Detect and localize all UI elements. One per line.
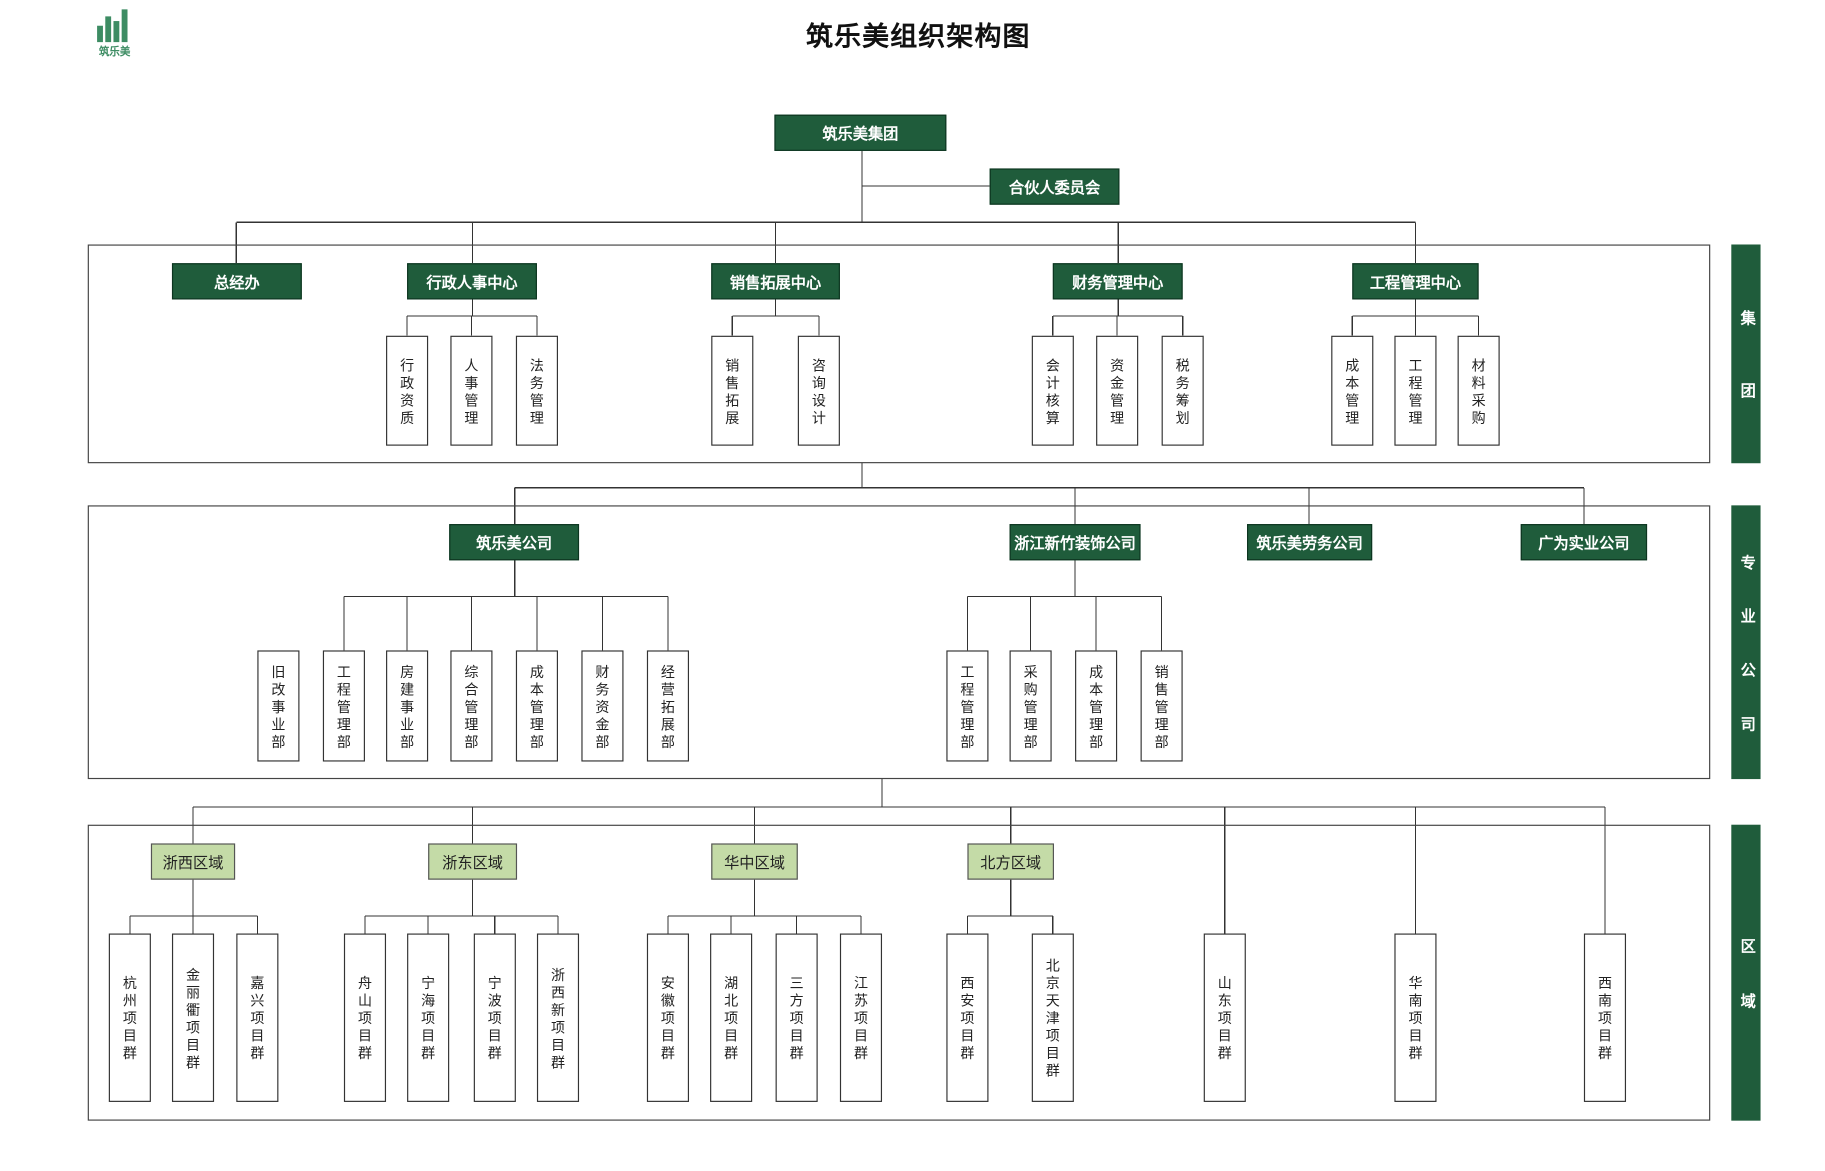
sub-dept-box: 成本管理: [1331, 335, 1374, 446]
connector-zlm-company: [343, 559, 669, 651]
connector-root: [235, 150, 1417, 264]
company-box-xinzhu-decoration: 浙江新竹装饰公司: [1009, 524, 1141, 561]
project-group-box: 三方项目群: [775, 933, 818, 1102]
dept-box-general-office: 总经办: [171, 263, 302, 300]
logo-bar: [97, 25, 103, 43]
region-box-north: 北方区域: [967, 843, 1054, 880]
project-group-box: 金丽衢项目群: [171, 933, 215, 1102]
company-dept-box: 成本管理部: [1075, 650, 1118, 762]
dept-box-engineering: 工程管理中心: [1352, 263, 1479, 300]
company-box-labor: 筑乐美劳务公司: [1247, 524, 1373, 561]
company-dept-box: 房建事业部: [386, 650, 429, 762]
project-group-box-standalone: 华南项目群: [1394, 933, 1437, 1102]
sub-dept-box: 咨询设计: [797, 335, 840, 446]
companies-section-frame: [87, 505, 1711, 780]
region-box-huazhong: 华中区域: [711, 843, 798, 880]
chart-title: 筑乐美组织架构图: [805, 21, 1031, 53]
company-dept-box: 工程管理部: [946, 650, 989, 762]
project-group-box: 湖北项目群: [710, 933, 753, 1102]
connector-xinzhu-company: [966, 559, 1163, 651]
company-dept-box: 工程管理部: [322, 650, 365, 762]
project-group-box: 舟山项目群: [343, 933, 387, 1102]
sub-dept-box: 材料采购: [1457, 335, 1500, 446]
logo-bar: [121, 9, 128, 43]
group-section-frame: [87, 244, 1711, 464]
company-box-zhulemei: 筑乐美公司: [449, 524, 580, 561]
logo-bar: [113, 21, 120, 43]
dept-box-sales: 销售拓展中心: [711, 263, 840, 300]
sub-dept-box: 工程管理: [1394, 335, 1437, 446]
sub-dept-box: 资金管理: [1096, 335, 1139, 446]
company-dept-box: 综合管理部: [450, 650, 493, 762]
connector-north: [966, 879, 1054, 934]
project-group-box: 杭州项目群: [108, 933, 151, 1102]
company-dept-box: 财务资金部: [581, 650, 624, 762]
sub-dept-box: 行政资质: [386, 335, 429, 446]
company-dept-box: 采购管理部: [1009, 650, 1052, 762]
regions-section-frame: [87, 824, 1711, 1121]
connector-sales: [731, 298, 820, 336]
sub-dept-box: 人事管理: [450, 335, 493, 446]
company-dept-box: 销售管理部: [1140, 650, 1183, 762]
project-group-box: 宁波项目群: [473, 933, 516, 1102]
company-dept-box: 经营拓展部: [646, 650, 690, 762]
logo-bar: [105, 16, 112, 43]
group-side-label: 集团: [1731, 244, 1761, 464]
project-group-box: 北京天津项目群: [1031, 933, 1074, 1102]
project-group-box: 江苏项目群: [839, 933, 883, 1102]
logo-text: 筑乐美: [98, 46, 131, 59]
connector-admin-hr: [406, 298, 538, 336]
dept-box-finance: 财务管理中心: [1052, 263, 1183, 300]
project-group-box: 安徽项目群: [646, 933, 690, 1102]
project-group-box-standalone: 山东项目群: [1203, 933, 1246, 1102]
project-group-box: 嘉兴项目群: [236, 933, 279, 1102]
group-root-box: 筑乐美集团: [774, 114, 947, 151]
sub-dept-box: 会计核算: [1031, 335, 1074, 446]
company-logo: 筑乐美: [91, 5, 138, 61]
company-box-guangwei: 广为实业公司: [1520, 524, 1648, 561]
connector-engineering: [1351, 298, 1480, 336]
company-dept-box: 旧改事业部: [257, 650, 300, 762]
sub-dept-box: 税务筹划: [1161, 335, 1204, 446]
dept-box-admin-hr: 行政人事中心: [407, 263, 537, 300]
project-group-box: 浙西新项目群: [536, 933, 580, 1102]
sub-dept-box: 销售拓展: [711, 335, 754, 446]
connector-finance: [1052, 298, 1184, 336]
project-group-box-standalone: 西南项目群: [1583, 933, 1627, 1102]
project-group-box: 西安项目群: [946, 933, 989, 1102]
region-box-zhexi: 浙西区域: [150, 843, 236, 880]
connector-zhedong: [364, 879, 559, 934]
project-group-box: 宁海项目群: [407, 933, 450, 1102]
partner-committee-box: 合伙人委员会: [989, 168, 1120, 205]
regions-side-label: 区域: [1731, 824, 1761, 1121]
sub-dept-box: 法务管理: [515, 335, 558, 446]
connector-huazhong: [667, 879, 862, 934]
connector-zhexi: [129, 879, 258, 934]
region-box-zhedong: 浙东区域: [428, 843, 518, 880]
companies-side-label: 专业公司: [1731, 505, 1761, 780]
company-dept-box: 成本管理部: [515, 650, 558, 762]
